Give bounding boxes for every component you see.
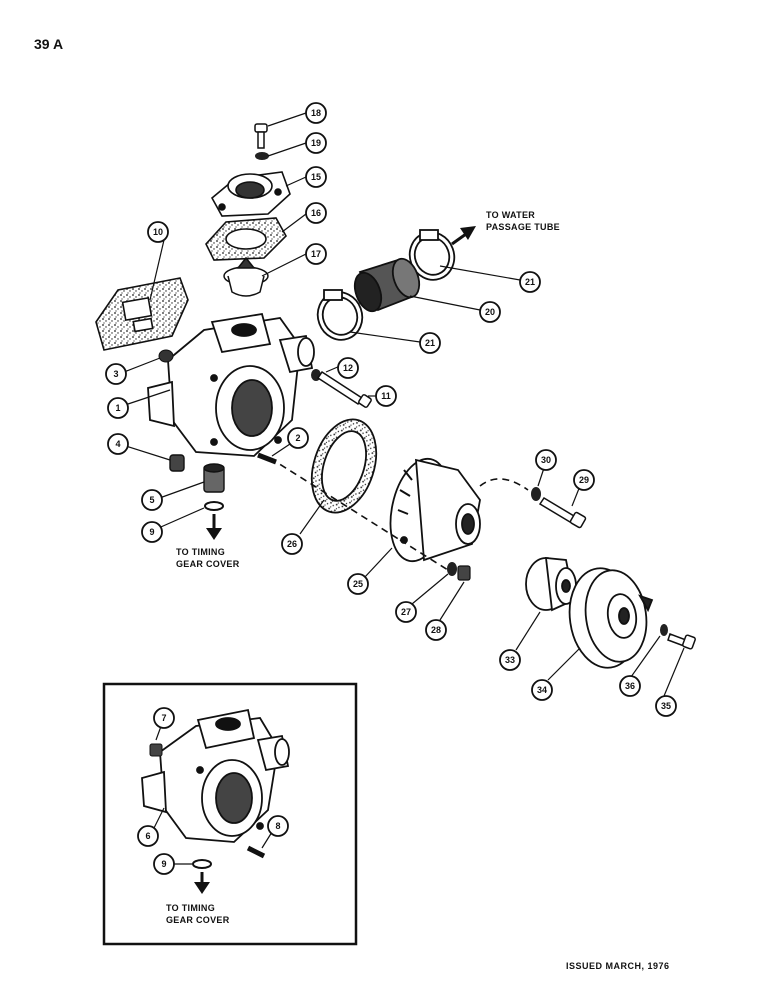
inset-stud-8 bbox=[246, 845, 266, 859]
callout-12: 12 bbox=[343, 363, 353, 373]
inset-note-timing-line2: GEAR COVER bbox=[166, 915, 230, 925]
callout-18: 18 bbox=[311, 108, 321, 118]
callout-labels: 18 19 15 16 17 10 21 20 21 3 12 11 1 2 4… bbox=[113, 108, 671, 711]
callout-19: 19 bbox=[311, 138, 321, 148]
inset-callout-6: 6 bbox=[145, 831, 150, 841]
fitting-5 bbox=[203, 463, 225, 493]
callout-16: 16 bbox=[311, 208, 321, 218]
callout-5: 5 bbox=[149, 495, 154, 505]
plug-4 bbox=[169, 454, 185, 472]
water-pump-housing-1 bbox=[147, 312, 315, 457]
callout-11: 11 bbox=[381, 391, 391, 401]
inset-box: 7 6 8 9 bbox=[102, 682, 358, 946]
callout-20: 20 bbox=[485, 307, 495, 317]
hose-clamp-21-lower bbox=[316, 289, 364, 341]
washer-27 bbox=[447, 562, 457, 576]
callout-26: 26 bbox=[287, 539, 297, 549]
gasket-10 bbox=[95, 277, 189, 351]
bolt-35 bbox=[667, 633, 696, 650]
inset-o-ring-9 bbox=[192, 859, 212, 869]
pulley-34 bbox=[568, 567, 654, 669]
note-water-line1: TO WATER bbox=[486, 210, 536, 220]
callout-33: 33 bbox=[505, 655, 515, 665]
page-number: 39 A bbox=[34, 36, 64, 52]
callout-10: 10 bbox=[153, 227, 163, 237]
inset-note-timing-gear: TO TIMING GEAR COVER bbox=[166, 902, 230, 926]
note-timing-line1: TO TIMING bbox=[176, 547, 226, 557]
thermostat-housing-15 bbox=[210, 171, 291, 217]
callout-30: 30 bbox=[541, 455, 551, 465]
callout-34: 34 bbox=[537, 685, 547, 695]
callout-4: 4 bbox=[115, 439, 120, 449]
inset-arrow-down-icon bbox=[194, 872, 210, 894]
note-water-line2: PASSAGE TUBE bbox=[486, 222, 560, 232]
callouts bbox=[105, 102, 677, 717]
inset-note-timing-line1: TO TIMING bbox=[166, 903, 216, 913]
note-timing-line2: GEAR COVER bbox=[176, 559, 240, 569]
arrow-down-icon bbox=[206, 514, 222, 540]
washer-30 bbox=[531, 487, 541, 501]
thermostat-17 bbox=[223, 256, 269, 297]
callout-3: 3 bbox=[113, 369, 118, 379]
callout-28: 28 bbox=[431, 625, 441, 635]
hose-20 bbox=[353, 257, 421, 313]
callout-1: 1 bbox=[115, 403, 120, 413]
callout-2: 2 bbox=[295, 433, 300, 443]
nut-28 bbox=[457, 565, 471, 581]
gasket-16 bbox=[205, 217, 287, 261]
callout-25: 25 bbox=[353, 579, 363, 589]
hub-33 bbox=[525, 556, 577, 612]
bolt-18 bbox=[254, 123, 268, 149]
inset-callout-9: 9 bbox=[161, 859, 166, 869]
callout-21-upper: 21 bbox=[525, 277, 535, 287]
arrow-up-right-icon bbox=[451, 226, 476, 246]
inset-callout-8: 8 bbox=[275, 821, 280, 831]
washer-19 bbox=[255, 152, 269, 160]
callout-27: 27 bbox=[401, 607, 411, 617]
pump-body-25 bbox=[389, 457, 481, 563]
callout-36: 36 bbox=[625, 681, 635, 691]
note-water-passage: TO WATER PASSAGE TUBE bbox=[486, 209, 560, 233]
inset-pump-housing-6 bbox=[141, 708, 290, 843]
inset-plug-7 bbox=[149, 743, 163, 757]
callout-29: 29 bbox=[579, 475, 589, 485]
note-timing-gear: TO TIMING GEAR COVER bbox=[176, 546, 240, 570]
callout-17: 17 bbox=[311, 249, 321, 259]
bolt-29 bbox=[538, 496, 587, 529]
gasket-26 bbox=[310, 418, 378, 514]
callout-15: 15 bbox=[311, 172, 321, 182]
assembly-dashed-lines bbox=[269, 457, 529, 571]
callout-35: 35 bbox=[661, 701, 671, 711]
o-ring-9 bbox=[204, 501, 224, 511]
issued-date: ISSUED MARCH, 1976 bbox=[566, 961, 670, 971]
bolt-11 bbox=[316, 370, 372, 408]
inset-callout-7: 7 bbox=[161, 713, 166, 723]
callout-9: 9 bbox=[149, 527, 154, 537]
washer-36 bbox=[660, 624, 668, 636]
plug-3 bbox=[158, 349, 174, 363]
callout-21-lower: 21 bbox=[425, 338, 435, 348]
